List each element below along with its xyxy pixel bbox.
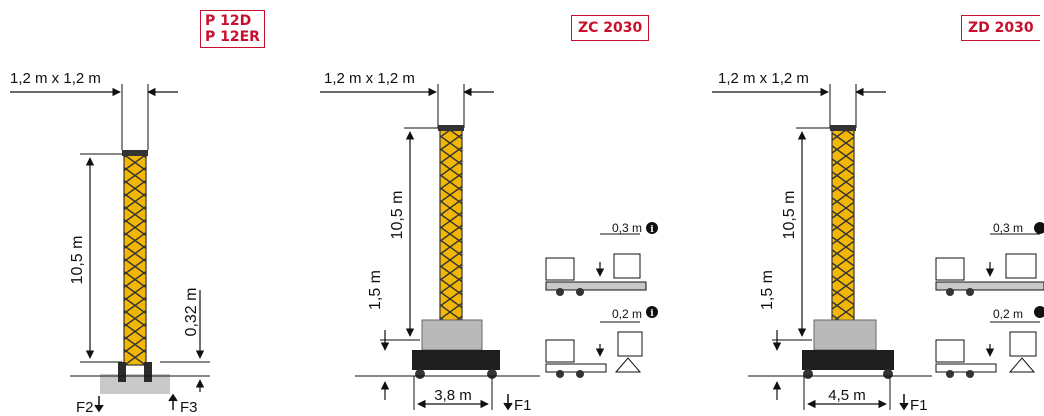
base-width-label: 3,8 m <box>434 387 472 404</box>
base-height-label: 1,5 m <box>367 270 384 310</box>
clearance-top-label: 0,3 m <box>612 221 642 235</box>
force-f1-label: F1 <box>910 397 928 414</box>
info-icon <box>646 222 658 234</box>
wheel-icon <box>556 370 564 378</box>
wheel-icon <box>576 370 584 378</box>
force-f3-label: F3 <box>180 399 198 416</box>
load-block-icon <box>617 331 643 357</box>
info-icon-glyph: i <box>650 225 654 235</box>
load-block-icon <box>1009 331 1037 357</box>
arrow-down-icon <box>94 396 104 413</box>
mast-section <box>123 154 147 366</box>
ballast-stack <box>421 319 483 351</box>
info-icon <box>1034 306 1044 318</box>
mast-top-cap <box>830 125 856 131</box>
panel-zc2030: 1,2 m x 1,2 m 10,5 m 1,5 m 3,8 m <box>320 70 658 414</box>
wheel-icon <box>966 370 974 378</box>
load-block-icon <box>1005 253 1037 279</box>
model-tag-p12: P 12D P 12ER <box>200 10 265 48</box>
support-cone-icon <box>1008 357 1036 373</box>
height-label: 10,5 m <box>389 191 406 240</box>
wheel-icon <box>946 288 954 296</box>
model-tag-zd2030-label: ZD 2030 <box>968 20 1034 36</box>
foot-right <box>144 362 152 382</box>
transport-detail-top: 0,3 m <box>935 221 1044 296</box>
truck-bed <box>545 281 647 291</box>
load-block-icon <box>613 253 641 279</box>
truck-bed <box>545 363 607 373</box>
base-outrigger-right <box>883 369 893 379</box>
truck-cab-icon <box>545 257 575 281</box>
section-label: 1,2 m x 1,2 m <box>324 70 415 87</box>
model-tag-zc2030: ZC 2030 <box>571 15 650 41</box>
force-f1-label: F1 <box>514 397 532 414</box>
wheel-icon <box>966 288 974 296</box>
transport-detail-bottom: 0,2 m <box>935 306 1044 378</box>
clearance-top-label: 0,3 m <box>993 221 1023 235</box>
wheel-icon <box>556 288 564 296</box>
model-tag-zd2030: ZD 2030 <box>961 15 1040 41</box>
truck-bed <box>935 363 997 373</box>
info-icon-glyph: i <box>650 309 654 319</box>
truck-cab-icon <box>935 339 965 363</box>
ballast-stack <box>813 319 877 351</box>
support-cone-icon <box>614 357 642 373</box>
offset-label: 0,32 m <box>183 288 200 337</box>
truck-bed <box>935 281 1044 291</box>
info-icon <box>646 306 658 318</box>
height-label: 10,5 m <box>69 236 86 285</box>
force-f2-label: F2 <box>76 399 94 416</box>
model-tag-p12-line1: P 12D <box>205 13 252 29</box>
section-label: 1,2 m x 1,2 m <box>718 70 809 87</box>
base-chassis <box>802 350 894 370</box>
base-height-label: 1,5 m <box>759 270 776 310</box>
foundation-block <box>100 374 170 394</box>
wheel-icon <box>576 288 584 296</box>
base-chassis <box>412 350 500 370</box>
truck-cab-icon <box>935 257 965 281</box>
mast-top-cap <box>438 125 464 131</box>
mast-section <box>831 129 855 353</box>
mast-section <box>439 129 463 353</box>
transport-detail-top: 0,3 m i <box>545 221 658 296</box>
arrow-down-icon <box>503 394 513 411</box>
model-tag-zc2030-label: ZC 2030 <box>578 20 643 36</box>
wheel-icon <box>946 370 954 378</box>
model-tag-p12-line2: P 12ER <box>205 29 260 45</box>
info-icon <box>1034 222 1044 234</box>
transport-detail-bottom: 0,2 m i <box>545 306 658 378</box>
mast-top-cap <box>122 150 148 156</box>
clearance-bottom-label: 0,2 m <box>612 307 642 321</box>
truck-cab-icon <box>545 339 575 363</box>
panel-zd2030: 1,2 m x 1,2 m 10,5 m 1,5 m 4,5 m <box>712 70 1044 414</box>
panel-p12: 1,2 m x 1,2 m 10,5 m 0,32 m F2 F3 <box>10 70 210 416</box>
foot-left <box>118 362 126 382</box>
base-outrigger-left <box>415 369 425 379</box>
section-label: 1,2 m x 1,2 m <box>10 70 101 87</box>
height-label: 10,5 m <box>781 191 798 240</box>
base-width-label: 4,5 m <box>828 387 866 404</box>
arrow-down-icon <box>899 394 909 411</box>
arrow-up-icon <box>168 393 178 410</box>
clearance-bottom-label: 0,2 m <box>993 307 1023 321</box>
